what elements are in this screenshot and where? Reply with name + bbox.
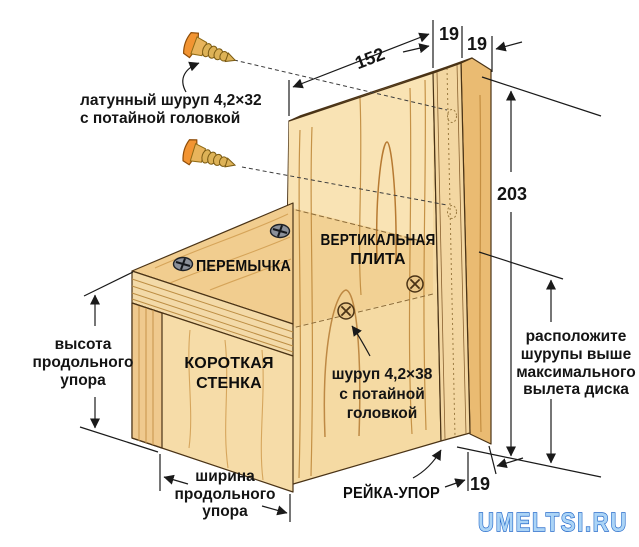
screw-trajectory [233,59,448,111]
note-line: продольного [175,486,276,503]
brass-screw-label: латунный шуруп 4,2×32 [80,92,262,109]
rail-top-face [432,57,473,74]
end-grain-lines [138,306,154,445]
dimension-rail-bottom: 19 [444,445,524,494]
watermark: UMELTSI.RU [478,507,628,537]
pilot-hole [447,109,457,123]
note-line: расположите [526,328,627,345]
mid-screw-label: шуруп 4,2×38 [332,366,433,383]
brass-screw-icon [179,136,240,179]
rail-stop [432,57,492,445]
pilot-hole [447,205,457,219]
brass-screw-label: с потайной головкой [80,110,240,127]
dim-19-left: 19 [439,24,459,44]
wood-grain [188,329,264,481]
note-line: ширина [195,468,255,485]
dim-152: 152 [352,44,387,73]
callout-place-screws: расположите шурупы выше максимального вы… [478,251,636,464]
wood-grain [298,79,427,479]
rail-hidden-centerline [446,67,456,438]
dimension-fence-width: ширина продольного упора [159,454,291,522]
crosspiece-shelf [131,202,294,357]
arrow-to-rail [412,449,442,479]
part-label-short-wall: КОРОТКАЯ [184,355,273,372]
mid-screw-label: головкой [347,405,418,422]
part-label-crosspiece: ПЕРЕМЫЧКА [196,258,291,275]
wood-grain [154,213,292,291]
dimension-plate-height: 203 [456,76,602,478]
mid-screw-label: с потайной [339,386,424,403]
arrow-to-plate-screw [351,325,371,357]
note-line: упора [202,503,248,520]
dim-203: 203 [497,184,527,204]
hidden-edge [287,207,434,245]
plywood-laminations [131,278,294,353]
note-line: шурупы выше [521,346,632,363]
part-label-vertical-plate: ПЛИТА [350,251,406,268]
plate-screw-head [406,275,424,293]
note-line: продольного [33,354,134,371]
shelf-screw-head [172,256,194,272]
note-line: упора [60,372,106,389]
vertical-plate [282,67,445,488]
dimension-fence-height: высота продольного упора [33,271,159,453]
rail-edge-line [436,71,446,440]
note-line: вылета диска [523,381,629,398]
part-label-short-wall: СТЕНКА [196,375,262,392]
brass-screw-icon [180,29,241,74]
part-label-vertical-plate: ВЕРТИКАЛЬНАЯ [321,232,436,249]
shelf-screw-head [269,223,291,239]
dimension-top-thickness: 19 19 [402,24,523,72]
part-label-rail-stop: РЕЙКА-УПОР [343,483,440,502]
note-line: максимального [516,364,635,381]
plate-screw-head [337,302,355,320]
dim-19-right: 19 [467,34,487,54]
hidden-edge [287,293,434,330]
dim-19-bottom: 19 [470,474,490,494]
note-line: высота [55,336,112,353]
rail-edge-line [456,63,467,435]
wall-end-strip [131,302,163,449]
arrow-to-brass-screw [182,61,200,93]
short-wall [131,302,294,493]
